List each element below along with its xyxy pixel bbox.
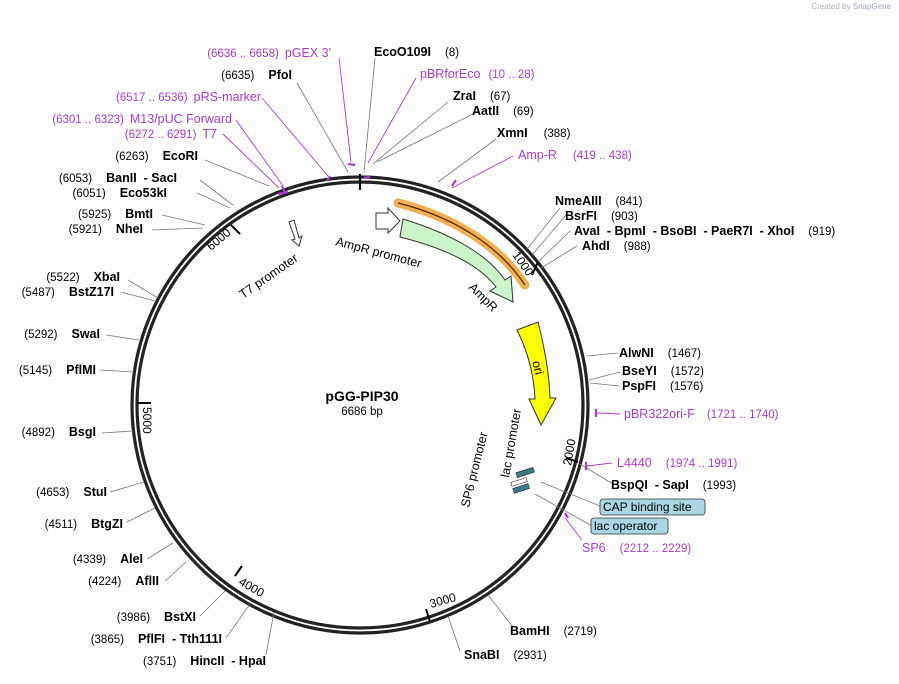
ori-label: ori xyxy=(529,359,546,376)
credit-prefix: Created by xyxy=(811,2,851,11)
t7-promoter-label: T7 promoter xyxy=(237,251,301,302)
enzyme-avai-group[interactable]: AvaI - BpmI - BsoBI - PaeR7I - XhoI(919) xyxy=(574,224,835,238)
tick-mark-2000 xyxy=(565,457,579,463)
snapgene-credit: Created by SnapGene xyxy=(811,2,891,11)
primer-leaders xyxy=(222,57,621,541)
plasmid-size: 6686 bp xyxy=(341,406,383,418)
enzyme-stui[interactable]: (4653)StuI xyxy=(36,485,107,499)
enzyme-bstxi[interactable]: (3986)BstXI xyxy=(117,610,196,624)
primer-l4440[interactable]: L4440(1974 .. 1991) xyxy=(617,456,738,470)
ori-arrow[interactable] xyxy=(516,321,557,427)
enzyme-alei[interactable]: (4339)AleI xyxy=(73,552,143,566)
plasmid-name: pGG-PIP30 xyxy=(325,388,398,404)
backbone xyxy=(130,174,590,635)
primer-pgex3[interactable]: (6636 .. 6658)pGEX 3' xyxy=(207,46,331,60)
primer-amp-r[interactable]: Amp-R(419 .. 438) xyxy=(518,148,632,162)
sp6-promoter-label: SP6 promoter xyxy=(458,431,490,509)
enzyme-ahdi[interactable]: AhdI(988) xyxy=(582,239,651,253)
enzyme-zrai[interactable]: ZraI(67) xyxy=(453,89,511,103)
enzyme-nhei[interactable]: (5921)NheI xyxy=(69,222,143,236)
enzyme-bstz17i[interactable]: (5487)BstZ17I xyxy=(22,285,114,299)
enzyme-banii-saci[interactable]: (6053)BanII - SacI xyxy=(59,171,177,185)
enzyme-pspfi[interactable]: PspFI(1576) xyxy=(622,379,703,393)
enzyme-pflfi-tth111i[interactable]: (3865)PflFI - Tth111I xyxy=(91,632,222,646)
enzyme-aflii[interactable]: (4224)AflII xyxy=(88,574,159,588)
tick-mark-4000 xyxy=(234,565,243,577)
enzyme-eco-o109i[interactable]: EcoO109I(8) xyxy=(374,45,459,59)
enzyme-aatii[interactable]: AatII(69) xyxy=(472,104,534,118)
scale-ticks xyxy=(138,224,579,623)
enzyme-bsrfi[interactable]: BsrFI(903) xyxy=(565,209,638,223)
primer-m13-puc-forward[interactable]: (6301 .. 6323)M13/pUC Forward xyxy=(52,112,232,126)
ampr-arrow[interactable] xyxy=(399,218,514,303)
enzyme-pflmi[interactable]: (5145)PflMI xyxy=(19,363,96,377)
lac-operator-box[interactable]: lac operator xyxy=(590,517,669,535)
tick-mark-1000 xyxy=(531,261,539,276)
enzyme-swai[interactable]: (5292)SwaI xyxy=(24,327,100,341)
primer-t7[interactable]: (6272 .. 6291)T7 xyxy=(125,127,217,141)
primer-pbr322ori-f[interactable]: pBR322ori-F(1721 .. 1740) xyxy=(624,407,779,421)
enzyme-bspqi-sapi[interactable]: BspQI - SapI(1993) xyxy=(611,478,736,492)
tick-label-6000: 6000 xyxy=(204,225,234,253)
ampr-promoter-arrow[interactable] xyxy=(375,206,401,235)
tick-label-4000: 4000 xyxy=(237,574,267,600)
enzyme-bmti[interactable]: (5925)BmtI xyxy=(78,207,153,221)
ampr-highlight xyxy=(393,198,530,290)
enzyme-alwni[interactable]: AlwNI(1467) xyxy=(619,346,701,360)
tick-mark-3000 xyxy=(425,608,431,623)
lac-promoter-label: lac promoter xyxy=(498,408,524,479)
enzyme-xmni[interactable]: XmnI(388) xyxy=(497,126,571,140)
cap-binding-site-label: CAP binding site xyxy=(603,500,692,514)
enzyme-bseyi[interactable]: BseYI(1572) xyxy=(622,364,704,378)
primer-pbrforeco[interactable]: pBRforEco(10 .. 28) xyxy=(420,67,535,81)
enzyme-bamhi[interactable]: BamHI(2719) xyxy=(510,624,597,638)
enzyme-snabi[interactable]: SnaBI(2931) xyxy=(464,648,547,662)
tick-mark-6000 xyxy=(230,224,241,235)
t7-promoter-arrow[interactable] xyxy=(288,219,303,247)
lac-operator-label: lac operator xyxy=(594,519,657,533)
enzyme-xbai[interactable]: (5522)XbaI xyxy=(46,270,120,284)
snapgene-logo-text: SnapGene xyxy=(852,2,891,11)
tick-label-5000: 5000 xyxy=(140,407,154,434)
lac-feature-cluster[interactable] xyxy=(510,466,535,494)
primer-sp6[interactable]: SP6(2212 .. 2229) xyxy=(582,541,691,555)
tick-label-2000: 2000 xyxy=(560,437,578,466)
enzyme-ecori[interactable]: (6263)EcoRI xyxy=(115,149,198,163)
enzyme-btgzi[interactable]: (4511)BtgZI xyxy=(45,517,123,531)
enzyme-nmeaiii[interactable]: NmeAIII(841) xyxy=(555,194,643,208)
enzyme-pfoi[interactable]: (6635)PfoI xyxy=(221,68,292,82)
enzyme-bsgi[interactable]: (4892)BsgI xyxy=(22,425,96,439)
primer-prs-marker[interactable]: (6517 .. 6536)pRS-marker xyxy=(116,90,261,104)
enzyme-eco53ki[interactable]: (6051)Eco53kI xyxy=(72,186,167,200)
enzyme-hincii-hpai[interactable]: (3751)HincII - HpaI xyxy=(143,654,266,668)
cap-binding-site-box[interactable]: CAP binding site xyxy=(599,498,706,516)
primer-marks xyxy=(277,162,598,519)
